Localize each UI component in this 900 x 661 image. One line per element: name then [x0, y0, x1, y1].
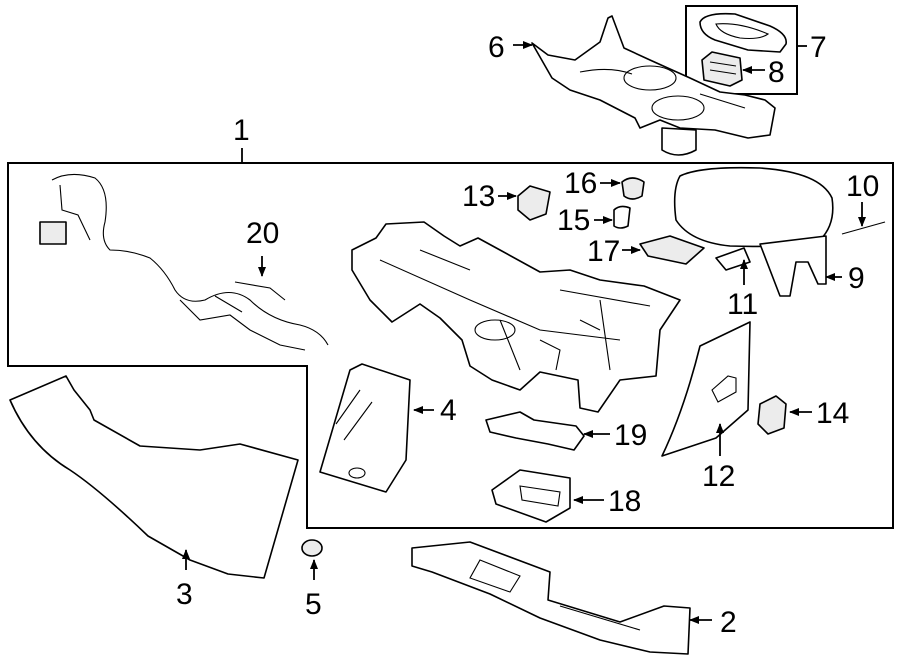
callout-16: 16	[564, 167, 597, 200]
part-13-switch	[517, 185, 551, 221]
part-4-bezel	[319, 363, 411, 493]
callout-5: 5	[305, 588, 322, 621]
part-14-switch	[757, 395, 787, 435]
part-12-side-panel	[661, 321, 751, 457]
callout-6: 6	[488, 31, 505, 64]
callout-14: 14	[816, 397, 849, 430]
callout-15: 15	[557, 204, 590, 237]
part-2-lower-bracket	[411, 541, 691, 655]
callout-3: 3	[176, 578, 193, 611]
callout-19: 19	[614, 419, 647, 452]
console-assembly-frame	[7, 162, 894, 529]
part-16-cap	[621, 177, 645, 200]
callout-17: 17	[587, 235, 620, 268]
callout-13: 13	[462, 180, 495, 213]
part-8-switch	[701, 51, 743, 87]
callout-2: 2	[720, 606, 737, 639]
part-19-bracket	[485, 411, 585, 451]
callout-10: 10	[846, 170, 879, 203]
part-15-outlet	[613, 205, 631, 229]
callout-12: 12	[702, 460, 735, 493]
callout-8: 8	[768, 56, 785, 89]
part-7-trim-ring	[699, 12, 787, 53]
callout-1: 1	[233, 114, 250, 147]
callout-4: 4	[440, 394, 457, 427]
part-3-lower-trim	[9, 375, 299, 579]
part-20-wiring-harness	[39, 173, 329, 351]
part-6-cupholder-trim	[531, 15, 776, 156]
part-9-armrest	[673, 166, 834, 297]
part-17-mat	[639, 235, 705, 265]
callout-20: 20	[246, 217, 279, 250]
callout-11: 11	[727, 288, 758, 321]
part-10-rod	[841, 221, 886, 235]
callout-18: 18	[608, 485, 641, 518]
callout-9: 9	[848, 262, 865, 295]
part-18-tray	[491, 469, 571, 523]
part-5-plug	[301, 539, 323, 557]
callout-7: 7	[810, 31, 827, 64]
console-main-body	[351, 221, 681, 413]
